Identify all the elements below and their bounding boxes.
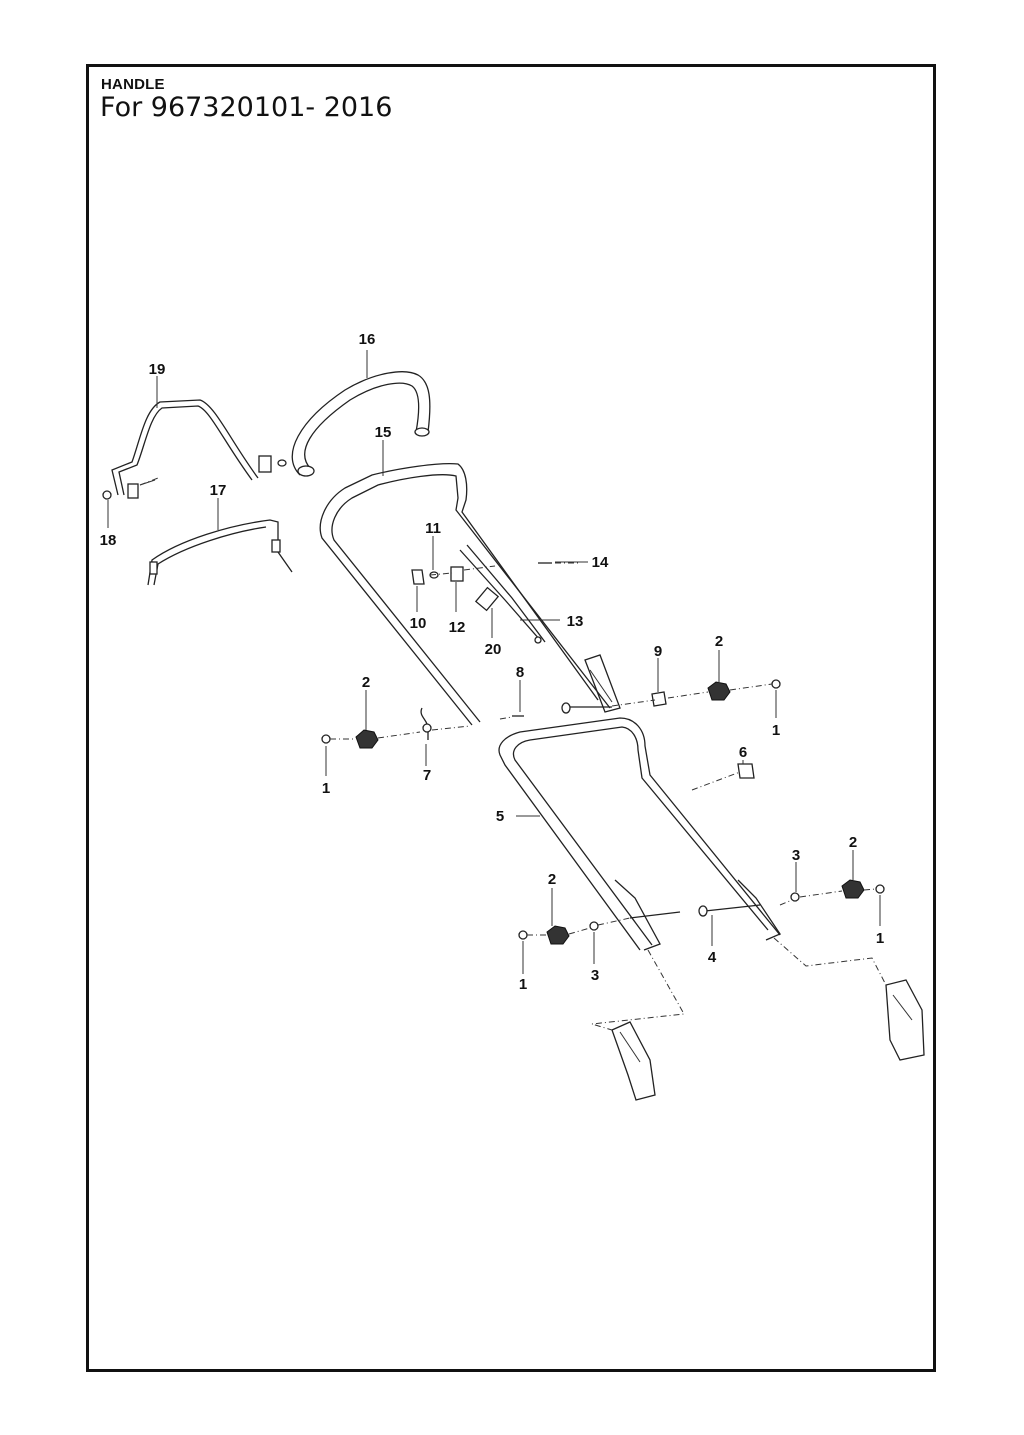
mounting-bracket-right [885,979,925,1061]
callout-1d: 1 [519,976,527,993]
callout-18: 18 [100,532,117,549]
part-2-knob-a [707,681,731,701]
part-3-washer-b [589,921,599,931]
part-1-nut-d [518,930,528,940]
part-17-rod [147,519,293,586]
callout-15: 15 [375,424,392,441]
callout-8: 8 [516,664,524,681]
callout-1c: 1 [876,930,884,947]
part-3-washer-a [790,892,800,902]
section-title: HANDLE [101,76,165,93]
leader-lines [107,350,881,974]
callout-17: 17 [210,482,227,499]
part-13-cable [459,544,546,644]
part-15-upper-handle [319,462,621,726]
part-9-spacer [561,691,667,714]
callout-2d: 2 [548,871,556,888]
callout-20: 20 [485,641,502,658]
page-frame [86,64,936,1372]
callout-6: 6 [739,744,747,761]
callout-5: 5 [496,808,504,825]
part-2-knob-b [355,729,379,749]
callout-12: 12 [449,619,466,636]
callout-16: 16 [359,331,376,348]
part-12-block [450,566,464,582]
callout-13: 13 [567,613,584,630]
model-title: For 967320101- 2016 [100,92,393,123]
callout-19: 19 [149,361,166,378]
part-5-lower-handle [498,717,781,951]
callout-3b: 3 [591,967,599,984]
callout-2a: 2 [715,633,723,650]
mounting-bracket-left [611,1021,656,1101]
callout-labels: 16 19 15 17 18 11 14 10 12 13 20 9 2 8 2… [100,331,885,993]
part-16-grip-bar [291,371,431,477]
part-4-bolt [629,904,761,919]
callout-2c: 2 [849,834,857,851]
callout-1a: 1 [772,722,780,739]
part-2-knob-c [841,879,865,899]
part-7-clip [420,707,432,740]
callout-11: 11 [425,520,441,537]
part-1-nut-a [771,679,781,689]
assembly-lines [139,477,887,1031]
part-2-knob-d [546,925,570,945]
callout-14: 14 [592,554,609,571]
part-6-cable-clip [737,763,755,779]
part-1-nut-b [321,734,331,744]
callout-2b: 2 [362,674,370,691]
part-20-clip [474,586,500,612]
callout-3a: 3 [792,847,800,864]
callout-1b: 1 [322,780,330,797]
callout-10: 10 [410,615,427,632]
part-18-nut [102,490,112,500]
callout-7: 7 [423,767,431,784]
callout-4: 4 [708,949,717,966]
part-1-nut-c [875,884,885,894]
part-19-bail [111,399,287,499]
part-10-cap [411,569,425,585]
callout-9: 9 [654,643,662,660]
